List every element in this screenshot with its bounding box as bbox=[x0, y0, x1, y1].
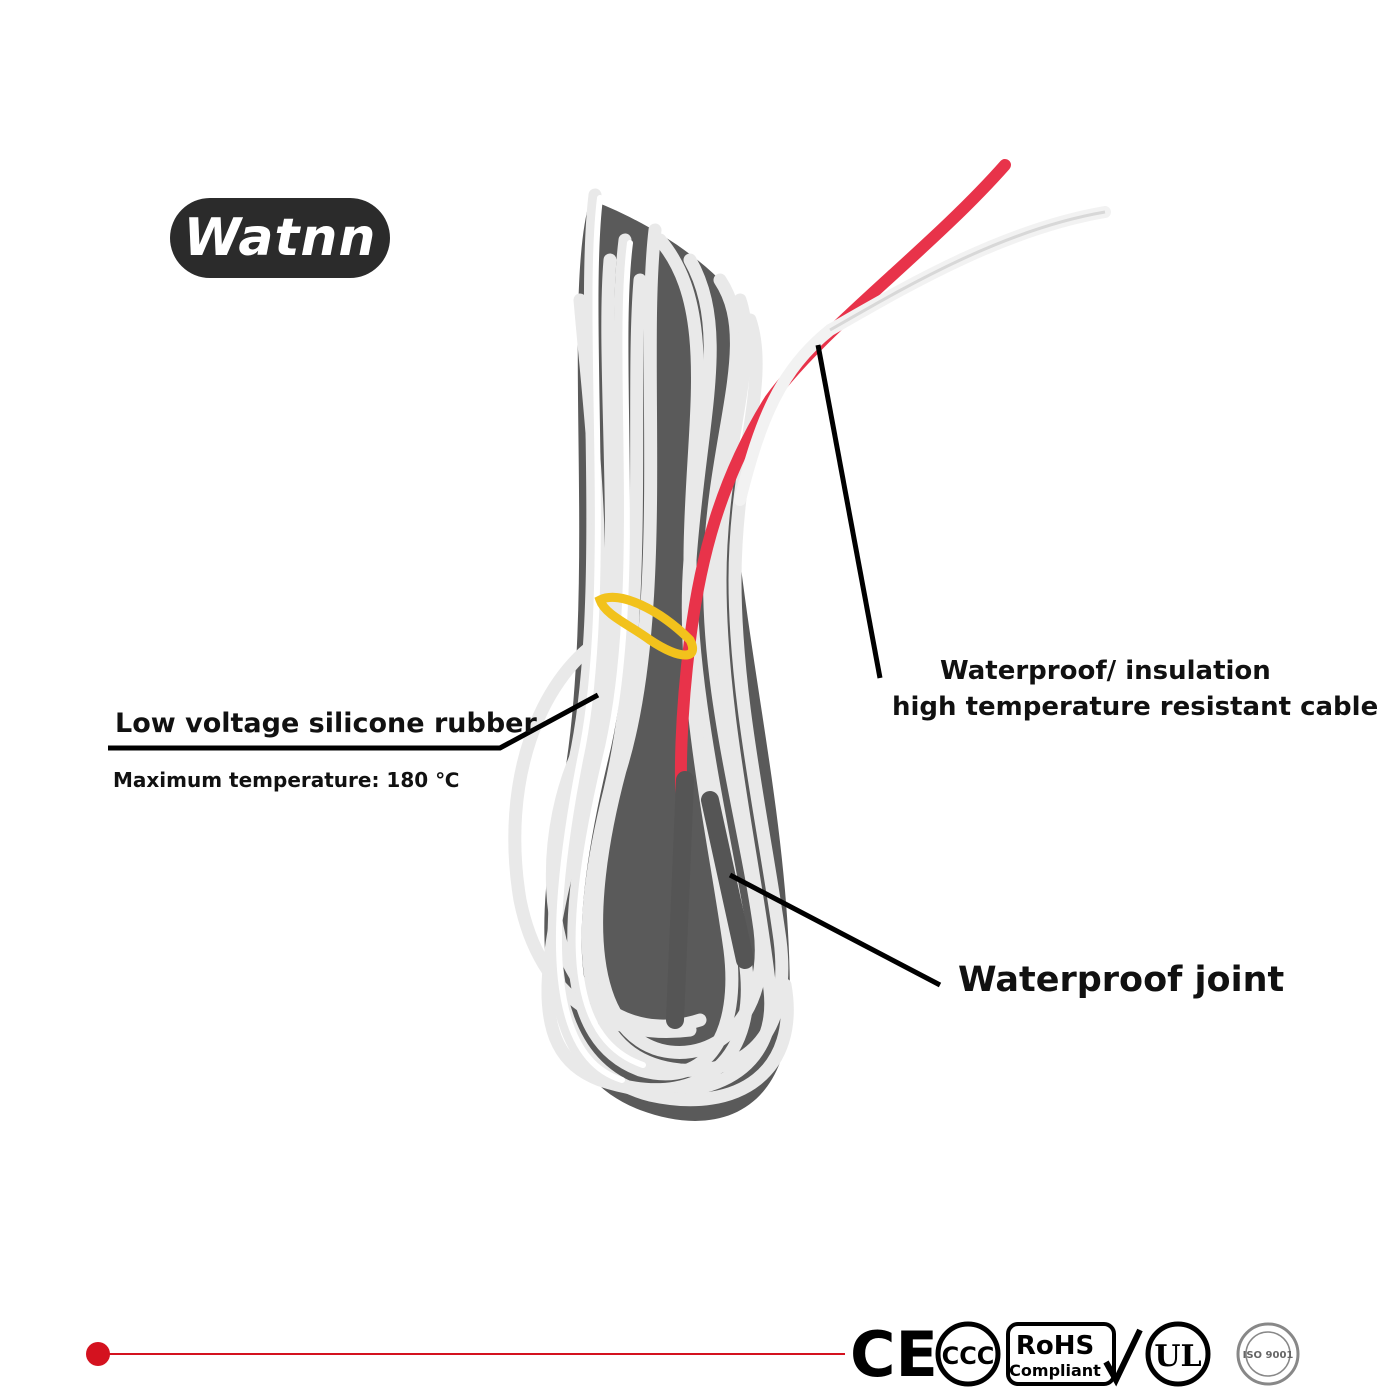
iso-mark-icon: ISO 9001 bbox=[1236, 1322, 1300, 1386]
max-temp-label: Maximum temperature: 180 ℃ bbox=[113, 768, 460, 792]
yellow-tie bbox=[594, 592, 697, 660]
ul-mark-text: UL bbox=[1154, 1339, 1201, 1374]
ccc-mark-text: CCC bbox=[942, 1342, 995, 1370]
callout-line-silicone bbox=[108, 692, 600, 751]
certification-marks: CE CCC RoHS Compliant UL ISO 9001 bbox=[850, 1318, 1300, 1390]
joint-label: Waterproof joint bbox=[958, 960, 1285, 1000]
joint-left bbox=[666, 771, 694, 1029]
cable-label-line2: high temperature resistant cable bbox=[892, 692, 1379, 722]
ce-mark-icon: CE bbox=[850, 1318, 938, 1390]
cable-label-line1: Waterproof/ insulation bbox=[940, 656, 1271, 686]
silicone-label: Low voltage silicone rubber bbox=[115, 708, 537, 739]
callout-line-cable bbox=[815, 344, 883, 679]
brand-logo: Watnn bbox=[170, 198, 390, 278]
iso-mark-text: ISO 9001 bbox=[1243, 1350, 1294, 1361]
rohs-mark-text: RoHS bbox=[1016, 1331, 1094, 1361]
joint-right bbox=[701, 791, 754, 969]
brand-logo-text: Watnn bbox=[183, 208, 377, 268]
red-wire bbox=[674, 159, 1011, 806]
bottom-divider-dot bbox=[86, 1342, 110, 1366]
ccc-mark-icon: CCC bbox=[935, 1321, 1001, 1387]
ul-mark-icon: UL bbox=[1145, 1321, 1211, 1387]
rohs-mark-subtext: Compliant bbox=[1009, 1361, 1101, 1380]
callout-line-joint bbox=[728, 872, 942, 988]
ce-mark-text: CE bbox=[850, 1318, 938, 1390]
rohs-mark-icon: RoHS Compliant bbox=[1006, 1322, 1143, 1387]
